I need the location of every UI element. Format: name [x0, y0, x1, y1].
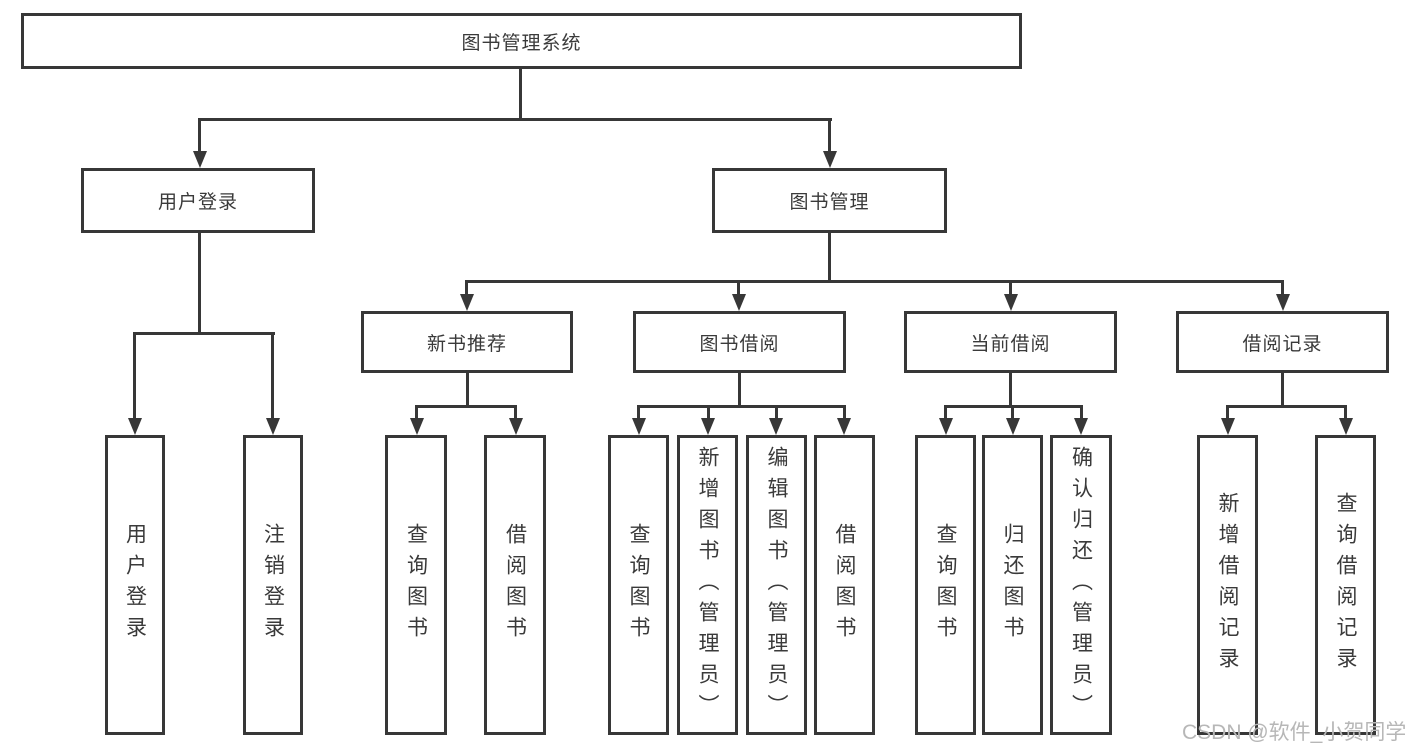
arrow-down-icon — [632, 418, 646, 435]
connector-drop — [271, 332, 274, 420]
arrow-down-icon — [410, 418, 424, 435]
leaf-add-books-admin: 新增图书（管理员） — [677, 435, 738, 735]
arrow-down-icon — [837, 418, 851, 435]
leaf-label: 新增借阅记录 — [1216, 492, 1239, 678]
connector-drop — [465, 280, 468, 297]
arrow-down-icon — [769, 418, 783, 435]
arrow-down-icon — [509, 418, 523, 435]
leaf-borrow-books: 借阅图书 — [814, 435, 875, 735]
leaf-label: 查询借阅记录 — [1334, 492, 1357, 678]
leaf-label: 查询图书 — [627, 523, 650, 647]
connector-rail — [637, 405, 846, 408]
leaf-confirm-return-admin: 确认归还（管理员） — [1050, 435, 1112, 735]
connector-drop — [1011, 405, 1014, 420]
node-book-management: 图书管理 — [712, 168, 947, 233]
arrow-down-icon — [939, 418, 953, 435]
leaf-label: 借阅图书 — [503, 523, 527, 647]
arrow-down-icon — [128, 418, 142, 435]
leaf-label: 查询图书 — [934, 523, 957, 647]
node-current-borrow: 当前借阅 — [904, 311, 1117, 373]
leaf-query-borrow-record: 查询借阅记录 — [1315, 435, 1376, 735]
arrow-down-icon — [266, 418, 280, 435]
arrow-down-icon — [1074, 418, 1088, 435]
connector-drop — [637, 405, 640, 420]
arrow-down-icon — [1006, 418, 1020, 435]
leaf-label: 查询图书 — [404, 523, 428, 647]
connector-bookmgmt-stem — [828, 232, 831, 282]
leaf-label: 编辑图书（管理员） — [765, 445, 788, 725]
connector-stem — [466, 373, 469, 407]
leaf-return-books: 归还图书 — [982, 435, 1043, 735]
csdn-watermark: CSDN @软件_小贺同学 — [1182, 721, 1405, 744]
arrow-down-icon — [1221, 418, 1235, 435]
connector-drop — [514, 405, 517, 420]
leaf-label: 借阅图书 — [833, 523, 856, 647]
leaf-user-login: 用户登录 — [105, 435, 165, 735]
node-user-login: 用户登录 — [81, 168, 315, 233]
connector-drop — [707, 405, 710, 420]
node-book-borrow: 图书借阅 — [633, 311, 846, 373]
connector-drop — [843, 405, 846, 420]
arrow-down-icon — [701, 418, 715, 435]
leaf-query-books-recommend: 查询图书 — [385, 435, 447, 735]
connector-drop-user-login — [198, 118, 201, 154]
node-root: 图书管理系统 — [21, 13, 1022, 69]
connector-drop — [1080, 405, 1083, 420]
connector-drop — [1226, 405, 1229, 420]
connector-drop — [775, 405, 778, 420]
connector-rail — [415, 405, 517, 408]
connector-stem — [1281, 373, 1284, 407]
arrow-down-icon — [193, 151, 207, 168]
leaf-edit-books-admin: 编辑图书（管理员） — [746, 435, 807, 735]
leaf-query-books-current: 查询图书 — [915, 435, 976, 735]
leaf-query-books-borrow: 查询图书 — [608, 435, 669, 735]
connector-drop-book-mgmt — [828, 118, 831, 154]
connector-stem — [738, 373, 741, 407]
connector-drop — [1344, 405, 1347, 420]
connector-drop — [944, 405, 947, 420]
leaf-label: 新增图书（管理员） — [696, 445, 719, 725]
connector-root-rail — [198, 118, 832, 121]
arrow-down-icon — [823, 151, 837, 168]
connector-drop — [737, 280, 740, 297]
connector-drop — [133, 332, 136, 420]
connector-drop — [1281, 280, 1284, 297]
arrow-down-icon — [460, 294, 474, 311]
node-new-book-recommend: 新书推荐 — [361, 311, 573, 373]
leaf-logout-login: 注销登录 — [243, 435, 303, 735]
connector-root-stem — [519, 69, 522, 120]
leaf-label: 确认归还（管理员） — [1069, 445, 1093, 725]
connector-bookmgmt-rail — [465, 280, 1284, 283]
connector-drop — [1009, 280, 1012, 297]
connector-drop — [415, 405, 418, 420]
leaf-label: 归还图书 — [1001, 523, 1024, 647]
arrow-down-icon — [1004, 294, 1018, 311]
arrow-down-icon — [1339, 418, 1353, 435]
connector-stem — [1009, 373, 1012, 407]
connector-rail — [1226, 405, 1347, 408]
node-borrow-records: 借阅记录 — [1176, 311, 1389, 373]
leaf-borrow-books-recommend: 借阅图书 — [484, 435, 546, 735]
arrow-down-icon — [732, 294, 746, 311]
leaf-label: 用户登录 — [123, 523, 147, 647]
connector-userlogin-rail — [133, 332, 275, 335]
arrow-down-icon — [1276, 294, 1290, 311]
connector-userlogin-stem — [198, 232, 201, 334]
leaf-add-borrow-record: 新增借阅记录 — [1197, 435, 1258, 735]
leaf-label: 注销登录 — [261, 523, 285, 647]
